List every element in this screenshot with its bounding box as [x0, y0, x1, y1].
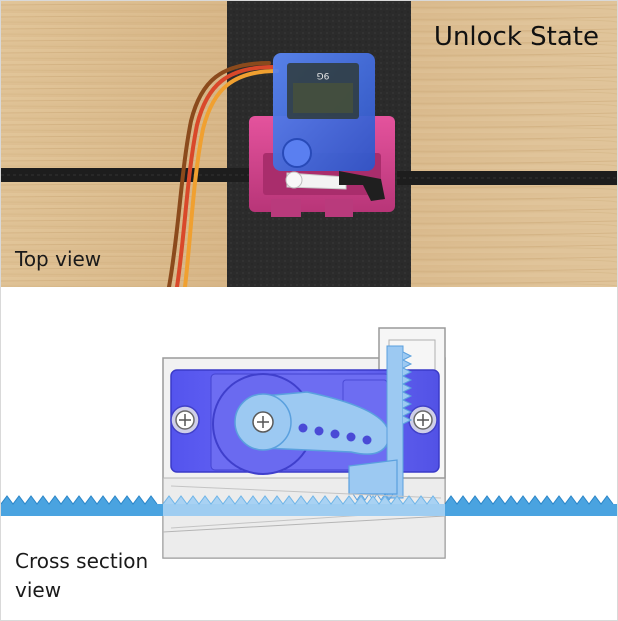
top-photo-panel: 9G Unlock State Top view — [1, 1, 617, 287]
latch-bar — [386, 345, 413, 499]
servo-horn — [285, 171, 347, 190]
top-view-photo: 9G Unlock State — [1, 1, 617, 287]
cross-section-panel: Cross section view — [1, 288, 617, 620]
right-screw — [408, 405, 438, 435]
toothed-rack — [1, 495, 617, 516]
servo-label: 9G — [317, 70, 330, 80]
cross-section-label: Cross section view — [15, 549, 149, 602]
left-screw — [170, 405, 200, 435]
top-view-label: Top view — [15, 247, 102, 271]
state-title: Unlock State — [434, 22, 599, 52]
servo-wires — [167, 61, 279, 287]
cross-section-diagram — [1, 327, 617, 559]
servo-horn-arm — [234, 391, 390, 455]
latch-lever — [339, 171, 385, 201]
blue-servo: 9G — [273, 53, 375, 171]
